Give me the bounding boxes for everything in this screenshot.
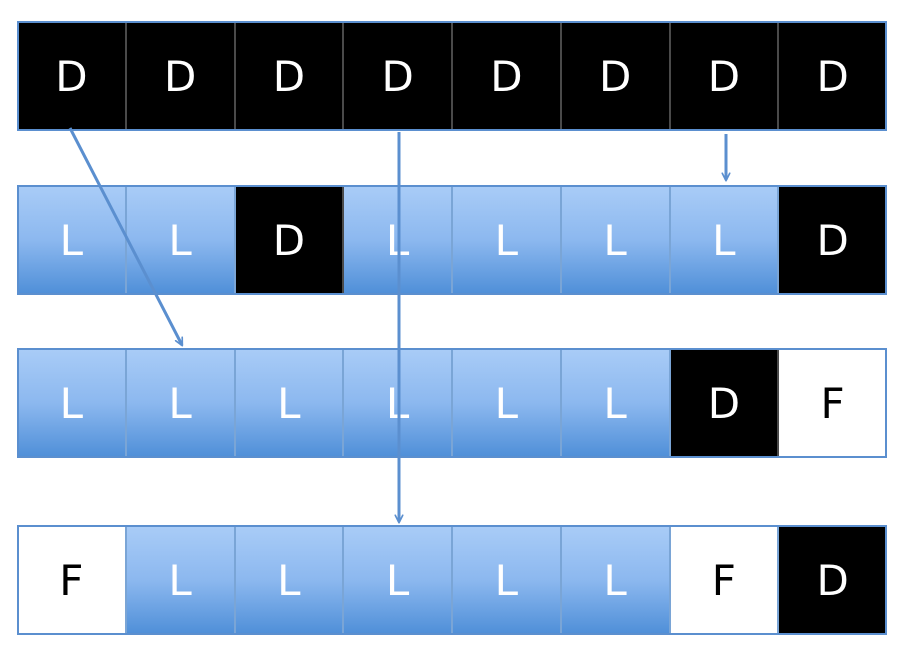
diagram-row-1: D D D D D D D D: [17, 21, 887, 131]
grid-cell: L: [561, 349, 671, 457]
grid-cell: D: [235, 186, 345, 294]
grid-cell: L: [126, 349, 236, 457]
grid-cell: D: [18, 22, 127, 130]
grid-cell: D: [235, 22, 345, 130]
grid-cell: L: [235, 526, 345, 634]
grid-cell: D: [779, 526, 886, 634]
diagram-row-4: F L L L L L F D: [17, 525, 887, 635]
grid-cell: L: [453, 186, 562, 294]
grid-cell: L: [344, 186, 453, 294]
grid-cell: L: [561, 526, 671, 634]
grid-cell: D: [670, 349, 780, 457]
grid-cell: D: [126, 22, 236, 130]
grid-cell: D: [779, 22, 886, 130]
grid-cell: L: [670, 186, 780, 294]
diagram-row-3: L L L L L L D F: [17, 348, 887, 458]
grid-cell: F: [670, 526, 780, 634]
grid-cell: D: [453, 22, 562, 130]
grid-cell: L: [344, 526, 453, 634]
grid-cell: L: [344, 349, 453, 457]
grid-cell: D: [670, 22, 780, 130]
diagram-row-2: L L D L L L L D: [17, 185, 887, 295]
grid-cell: L: [453, 349, 562, 457]
grid-cell: L: [561, 186, 671, 294]
grid-cell: D: [344, 22, 453, 130]
grid-cell: D: [561, 22, 671, 130]
grid-cell: L: [18, 186, 127, 294]
grid-cell: L: [18, 349, 127, 457]
grid-cell: L: [126, 526, 236, 634]
grid-cell: F: [779, 349, 886, 457]
grid-cell: L: [453, 526, 562, 634]
grid-cell: L: [235, 349, 345, 457]
grid-cell: D: [779, 186, 886, 294]
grid-cell: F: [18, 526, 127, 634]
grid-cell: L: [126, 186, 236, 294]
